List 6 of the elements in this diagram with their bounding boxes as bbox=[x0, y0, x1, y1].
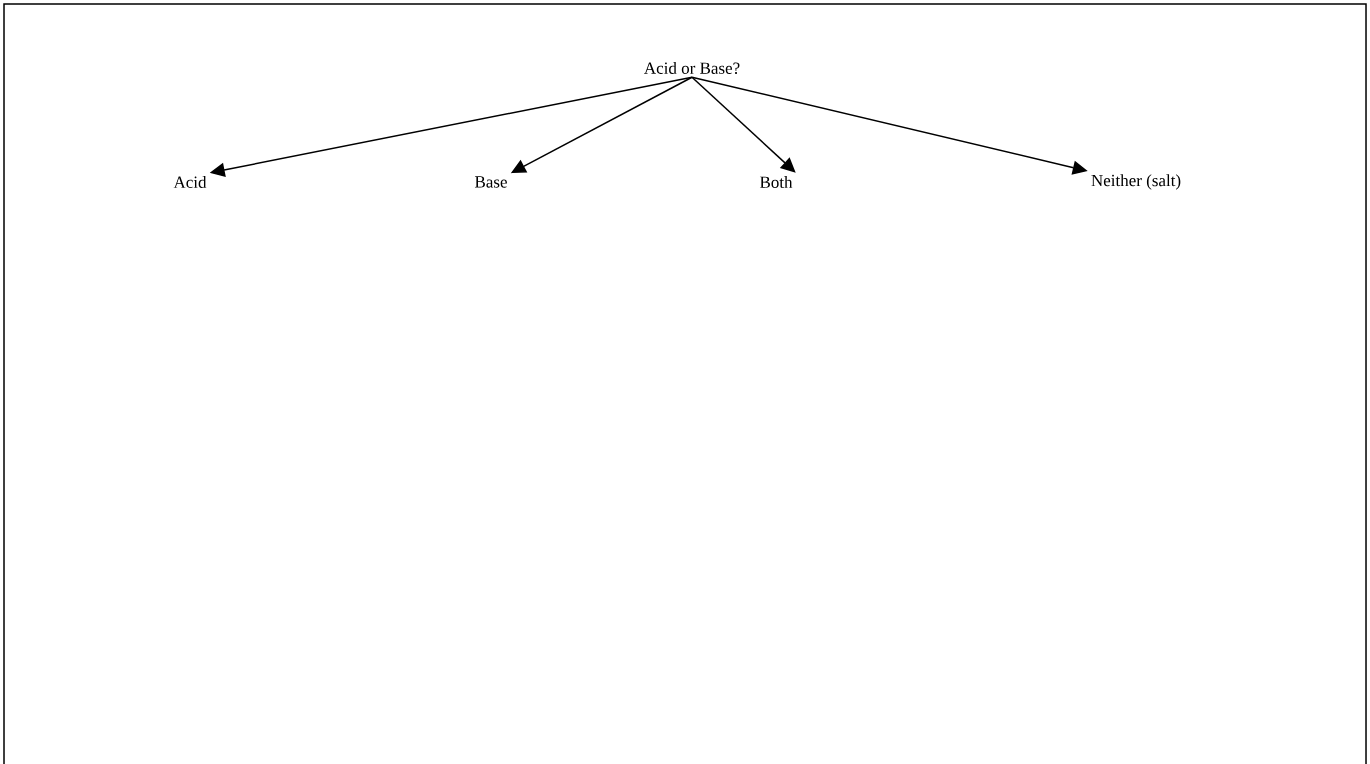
category-label: Both bbox=[759, 176, 793, 188]
category-label: Base bbox=[474, 176, 507, 188]
category-label: Acid bbox=[173, 176, 207, 188]
category-label: Neither (salt) bbox=[1091, 174, 1181, 190]
arrow bbox=[691, 76, 796, 173]
question-label: Acid or Base? bbox=[644, 62, 740, 74]
